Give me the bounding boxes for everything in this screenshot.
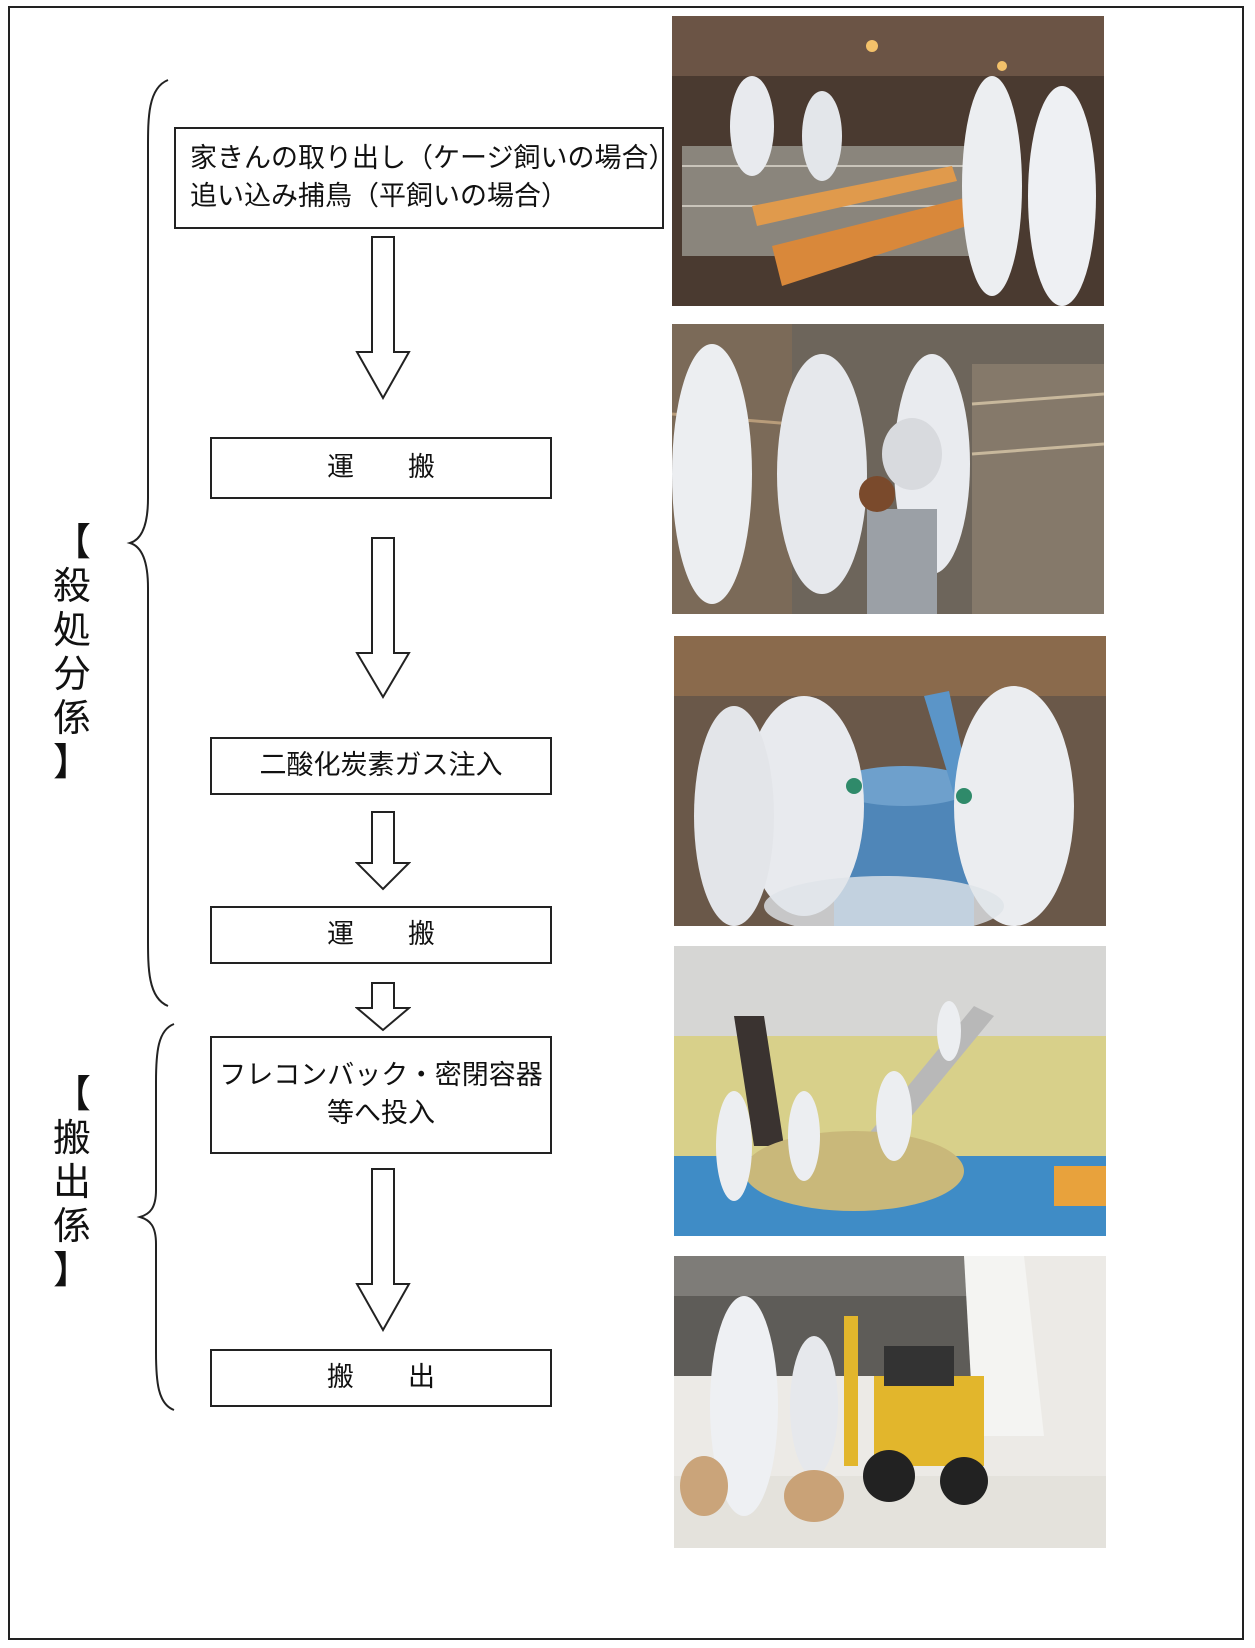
step-2-box: 運 搬	[210, 437, 552, 499]
photo-catching-birds-in-cage-house	[672, 16, 1104, 306]
step-4-box: 運 搬	[210, 906, 552, 964]
killing-label-char-4: 係	[52, 696, 91, 740]
carrying-label-close-bracket: 】	[52, 1248, 91, 1292]
photo-co2-gas-injection	[674, 636, 1106, 926]
step-3-box: 二酸化炭素ガス注入	[210, 737, 552, 795]
photo-carrying-birds-to-bin	[672, 324, 1104, 614]
arrow-step2-to-step3	[355, 537, 411, 699]
killing-label-char-3: 分	[52, 652, 91, 696]
step-5-box: フレコンバック・密閉容器 等へ投入	[210, 1036, 552, 1154]
step-5-line-2: 等へ投入	[327, 1098, 435, 1129]
step-6-box: 搬 出	[210, 1349, 552, 1407]
step-1-line-2: 追い込み捕鳥（平飼いの場合）	[190, 181, 568, 212]
step-5-line-1: フレコンバック・密閉容器	[219, 1060, 543, 1091]
step-1-line-1: 家きんの取り出し（ケージ飼いの場合）	[190, 143, 676, 174]
photo-forklift-carrying-out	[674, 1256, 1106, 1548]
arrow-step5-to-step6	[355, 1168, 411, 1332]
carrying-group-label: 【 搬 出 係 】	[48, 1072, 96, 1292]
killing-group-bracket	[126, 79, 169, 1007]
killing-label-close-bracket: 】	[52, 740, 91, 784]
killing-label-char-1: 殺	[52, 564, 91, 608]
document-frame	[8, 6, 1244, 1640]
carrying-group-bracket	[136, 1023, 175, 1411]
carrying-label-open-bracket: 【	[52, 1072, 91, 1116]
step-3-label: 二酸化炭素ガス注入	[259, 750, 503, 781]
step-6-label: 搬 出	[327, 1362, 435, 1393]
arrow-step1-to-step2	[355, 236, 411, 400]
arrow-step3-to-step4	[355, 811, 411, 891]
step-1-box: 家きんの取り出し（ケージ飼いの場合） 追い込み捕鳥（平飼いの場合）	[174, 127, 676, 229]
carrying-label-char-2: 出	[52, 1160, 91, 1204]
carrying-label-char-3: 係	[52, 1204, 91, 1248]
killing-label-char-2: 処	[52, 608, 91, 652]
carrying-label-char-1: 搬	[52, 1116, 91, 1160]
killing-group-label: 【 殺 処 分 係 】	[48, 520, 96, 784]
step-2-label: 運 搬	[327, 452, 435, 483]
photo-loading-flexible-container-bags	[674, 946, 1106, 1236]
killing-label-open-bracket: 【	[52, 520, 91, 564]
step-4-label: 運 搬	[327, 919, 435, 950]
arrow-step4-to-step5	[355, 982, 411, 1032]
